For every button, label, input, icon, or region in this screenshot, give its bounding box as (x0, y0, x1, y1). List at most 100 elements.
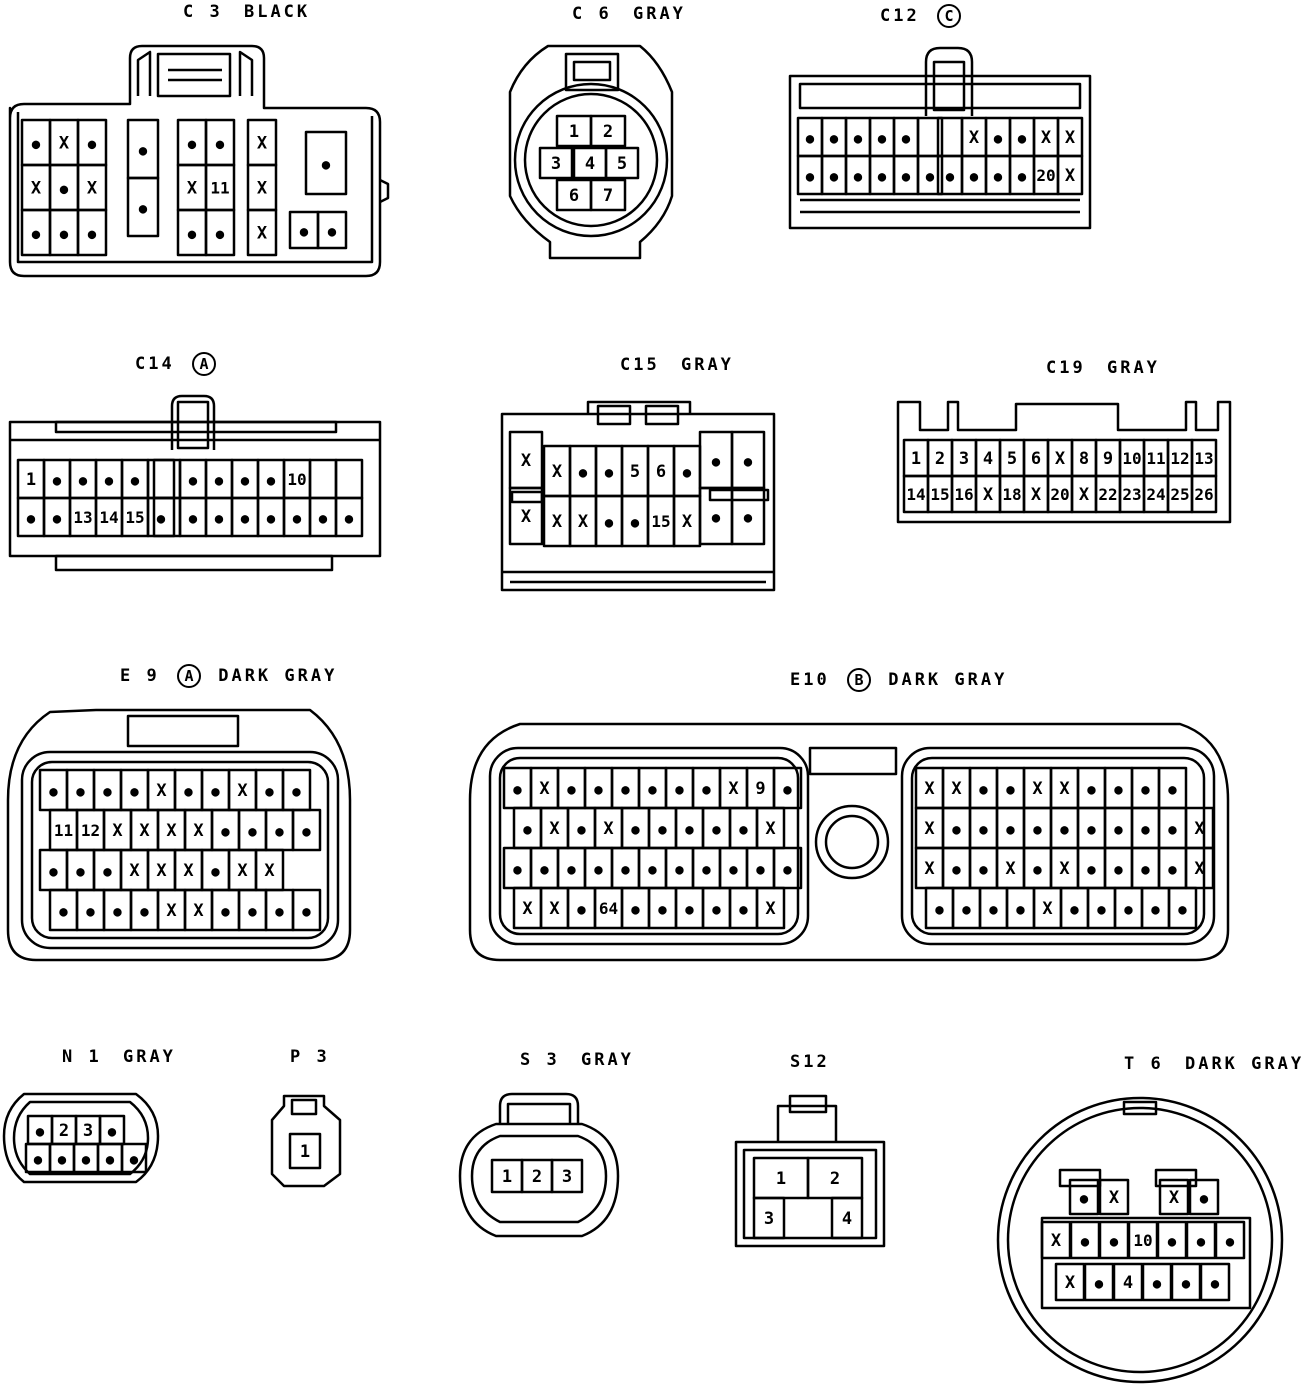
pin-dot: ● (215, 511, 224, 527)
pin-dot: ● (605, 465, 614, 481)
connector-label: E 9 (120, 666, 160, 686)
pin-number: 5 (630, 462, 640, 482)
pin-dot: ● (631, 902, 640, 918)
connector-color: GRAY (680, 355, 734, 375)
pin-unused-x: X (1051, 1231, 1062, 1251)
pin-dot: ● (53, 511, 62, 527)
pin-dot: ● (1006, 822, 1015, 838)
pin-dot: ● (979, 862, 988, 878)
pin-dot: ● (783, 862, 792, 878)
pin-number: 18 (1002, 485, 1021, 504)
pin-unused-x: X (193, 821, 204, 841)
pin-number: 16 (954, 485, 973, 504)
title-c12: C12 C (880, 4, 965, 28)
title-c15: C15 GRAY (620, 355, 734, 375)
pin-dot: ● (830, 131, 839, 147)
pin-dot: ● (675, 782, 684, 798)
connector-e9-housing (6, 708, 352, 962)
pin-dot: ● (878, 131, 887, 147)
pin-dot: ● (806, 131, 815, 147)
pin-unused-x: X (187, 179, 198, 199)
pin-unused-x: X (1079, 485, 1090, 505)
pin-unused-x: X (156, 861, 167, 881)
connector-color: GRAY (122, 1047, 176, 1067)
pin-dot: ● (1060, 822, 1069, 838)
pin-number: 4 (585, 154, 595, 174)
pin-dot: ● (1097, 902, 1106, 918)
pin-dot: ● (275, 904, 284, 920)
pin-number: 23 (1122, 485, 1141, 504)
pin-dot: ● (139, 143, 148, 159)
pin-unused-x: X (1031, 485, 1042, 505)
pin-unused-x: X (1194, 859, 1205, 879)
pin-dot: ● (79, 473, 88, 489)
pin-dot: ● (76, 864, 85, 880)
pin-dot: ● (1168, 1234, 1177, 1250)
pin-cavity (772, 846, 803, 890)
pin-unused-x: X (552, 512, 563, 532)
pin-dot: ● (729, 862, 738, 878)
pin-cavity (291, 888, 322, 932)
pin-dot: ● (702, 862, 711, 878)
pin-dot: ● (854, 169, 863, 185)
pin-dot: ● (952, 862, 961, 878)
pin-dot: ● (1110, 1234, 1119, 1250)
pin-cavity (1214, 1220, 1246, 1260)
pin-dot: ● (989, 902, 998, 918)
pin-dot: ● (1070, 902, 1079, 918)
connector-label: S12 (790, 1052, 830, 1072)
pin-dot: ● (49, 864, 58, 880)
pin-number: 9 (755, 779, 765, 799)
pin-dot: ● (1087, 782, 1096, 798)
title-n1: N 1 GRAY (62, 1047, 176, 1067)
connector-label: N 1 (62, 1047, 102, 1067)
pin-dot: ● (658, 902, 667, 918)
pin-dot: ● (319, 511, 328, 527)
pin-dot: ● (216, 227, 225, 243)
pin-dot: ● (322, 157, 331, 173)
pin-unused-x: X (166, 821, 177, 841)
pin-dot: ● (1168, 862, 1177, 878)
title-s12: S12 (790, 1052, 830, 1072)
pin-dot: ● (103, 864, 112, 880)
pin-cavity (508, 486, 544, 546)
pin-dot: ● (241, 511, 250, 527)
pin-dot: ● (685, 822, 694, 838)
pin-unused-x: X (924, 819, 935, 839)
pin-number: 10 (287, 470, 306, 489)
title-c6: C 6 GRAY (572, 4, 686, 24)
pin-number: 12 (81, 821, 100, 840)
pin-dot: ● (594, 862, 603, 878)
pin-number: 4 (983, 449, 993, 469)
title-s3: S 3 GRAY (520, 1050, 634, 1070)
pin-cavity (830, 1196, 864, 1240)
pin-number: 12 (1170, 449, 1189, 468)
pin-dot: ● (60, 227, 69, 243)
pin-unused-x: X (1059, 859, 1070, 879)
pin-number: 3 (764, 1209, 774, 1229)
pin-dot: ● (605, 515, 614, 531)
connector-label: T 6 (1124, 1054, 1164, 1074)
pin-dot: ● (567, 862, 576, 878)
pin-dot: ● (1087, 822, 1096, 838)
pin-cavity (1167, 886, 1198, 930)
pin-cavity (308, 458, 338, 500)
pin-dot: ● (902, 131, 911, 147)
pin-unused-x: X (166, 901, 177, 921)
connector-color: GRAY (1106, 358, 1160, 378)
pin-dot: ● (648, 862, 657, 878)
pin-unused-x: X (969, 128, 980, 148)
connector-c19-housing (896, 400, 1232, 524)
pin-dot: ● (267, 511, 276, 527)
pin-dot: ● (1114, 782, 1123, 798)
pin-number: 3 (83, 1121, 93, 1141)
pin-number: 9 (1103, 449, 1113, 469)
pin-unused-x: X (552, 462, 563, 482)
pin-dot: ● (32, 137, 41, 153)
pin-dot: ● (34, 1152, 43, 1168)
pin-dot: ● (189, 473, 198, 489)
connector-c14-housing (8, 394, 382, 572)
pin-dot: ● (783, 782, 792, 798)
pin-number: 20 (1050, 485, 1069, 504)
